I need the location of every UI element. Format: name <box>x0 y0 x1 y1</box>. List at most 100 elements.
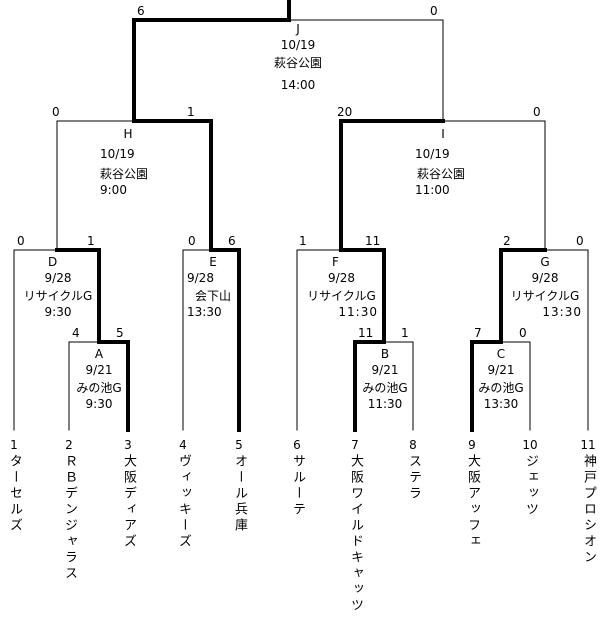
match-time: 9:00 <box>100 183 127 197</box>
match-G: G 9/28 リサイクルG 13:30 <box>502 254 588 320</box>
match-D: D 9/28 リサイクルG 9:30 <box>18 254 98 320</box>
team-name: ジェッツ <box>523 454 538 518</box>
team-seed: 1 <box>10 438 18 452</box>
score-D-left: 0 <box>17 234 25 248</box>
match-venue: 萩谷公園 <box>417 167 466 181</box>
match-time: 13:30 <box>187 305 222 319</box>
match-E: E 9/28 会下山 13:30 <box>187 254 239 320</box>
team-name: 大阪アッフェ <box>465 454 480 550</box>
match-venue: 萩谷公園 <box>100 167 149 181</box>
match-date: 9/28 <box>328 271 355 285</box>
match-A: A 9/21 みの池G 9:30 <box>71 346 127 412</box>
score-G-right: 0 <box>576 234 584 248</box>
match-date: 9/21 <box>85 363 113 377</box>
match-time: 9:30 <box>44 305 72 319</box>
team-name: サルーテ <box>290 454 305 518</box>
score-D-right: 1 <box>87 234 95 248</box>
match-id: E <box>209 255 217 269</box>
match-date: 10/19 <box>415 147 450 161</box>
team-7: 7 大阪ワイルドキャッツ <box>347 438 363 614</box>
score-H-left: 0 <box>52 105 60 119</box>
team-name: ＲＢデンジャラス <box>62 454 77 582</box>
team-9: 9 大阪アッフェ <box>464 438 480 550</box>
score-F-right: 11 <box>365 234 381 248</box>
match-F: F 9/28 リサイクルG 11:30 <box>299 254 384 320</box>
score-A-left: 4 <box>72 326 80 340</box>
match-venue: 萩谷公園 <box>273 56 322 70</box>
team-seed: 8 <box>409 438 417 452</box>
team-5: 5 オール兵庫 <box>231 438 247 534</box>
match-time: 11:30 <box>338 305 378 319</box>
match-date: 9/28 <box>531 271 559 285</box>
match-venue: リサイクルG <box>307 289 376 303</box>
score-C-right: 0 <box>519 326 527 340</box>
match-venue: 会下山 <box>195 289 232 303</box>
team-seed: 4 <box>179 438 187 452</box>
match-id: B <box>380 347 390 361</box>
match-date: 10/19 <box>100 147 135 161</box>
match-H: H 10/19 萩谷公園 9:00 <box>78 126 178 198</box>
match-id: F <box>332 255 339 269</box>
team-seed: 5 <box>235 438 243 452</box>
score-H-right: 1 <box>187 105 195 119</box>
team-name: オール兵庫 <box>232 454 247 534</box>
score-C-left: 7 <box>474 326 482 340</box>
team-seed: 2 <box>65 438 73 452</box>
match-id: H <box>123 127 133 141</box>
match-venue: みの池G <box>76 381 122 395</box>
match-date: 9/28 <box>187 271 214 285</box>
team-seed: 9 <box>468 438 476 452</box>
match-date: 10/19 <box>280 38 316 52</box>
team-seed: 3 <box>124 438 132 452</box>
team-seed: 10 <box>522 438 538 452</box>
score-E-right: 6 <box>228 234 236 248</box>
score-E-left: 0 <box>188 234 196 248</box>
match-C: C 9/21 みの池G 13:30 <box>473 346 529 412</box>
match-id: A <box>94 347 104 361</box>
score-J-left: 6 <box>137 4 145 18</box>
match-time: 11:30 <box>367 397 403 411</box>
score-I-right: 0 <box>533 105 541 119</box>
team-seed: 7 <box>351 438 359 452</box>
match-time: 14:00 <box>280 78 316 92</box>
score-J-right: 0 <box>430 4 438 18</box>
match-venue: リサイクルG <box>23 289 93 303</box>
match-time: 13:30 <box>542 305 582 319</box>
match-time: 9:30 <box>85 397 113 411</box>
team-seed: 6 <box>293 438 301 452</box>
team-seed: 11 <box>580 438 596 452</box>
score-B-right: 1 <box>401 326 409 340</box>
team-3: 3 大阪ディアズ <box>120 438 136 550</box>
team-2: 2 ＲＢデンジャラス <box>61 438 77 582</box>
match-time: 11:00 <box>415 183 450 197</box>
match-date: 9/28 <box>44 271 72 285</box>
team-10: 10 ジェッツ <box>522 438 538 518</box>
score-G-left: 2 <box>503 234 511 248</box>
match-B: B 9/21 みの池G 11:30 <box>357 346 413 412</box>
match-date: 9/21 <box>371 363 399 377</box>
match-id: I <box>441 127 445 141</box>
team-name: ヴィッキーズ <box>176 454 191 550</box>
team-11: 11 神戸プロシオン <box>580 438 596 566</box>
score-B-left: 11 <box>358 326 374 340</box>
team-name: 大阪ワイルドキャッツ <box>348 454 363 614</box>
match-time: 13:30 <box>483 397 519 411</box>
match-id: D <box>48 255 58 269</box>
match-id: C <box>496 347 506 361</box>
match-date: 9/21 <box>487 363 515 377</box>
team-6: 6 サルーテ <box>289 438 305 518</box>
match-id: G <box>540 255 550 269</box>
team-name: ステラ <box>406 454 421 502</box>
score-F-left: 1 <box>299 234 307 248</box>
match-venue: リサイクルG <box>510 289 580 303</box>
score-A-right: 5 <box>116 326 124 340</box>
team-8: 8 ステラ <box>405 438 421 502</box>
team-name: ターセルズ <box>7 454 22 534</box>
match-J: J 10/19 萩谷公園 14:00 <box>248 21 348 93</box>
score-I-left: 20 <box>337 105 353 119</box>
team-name: 大阪ディアズ <box>121 454 136 550</box>
team-4: 4 ヴィッキーズ <box>175 438 191 550</box>
match-venue: みの池G <box>478 381 524 395</box>
match-I: I 10/19 萩谷公園 11:00 <box>393 126 493 198</box>
